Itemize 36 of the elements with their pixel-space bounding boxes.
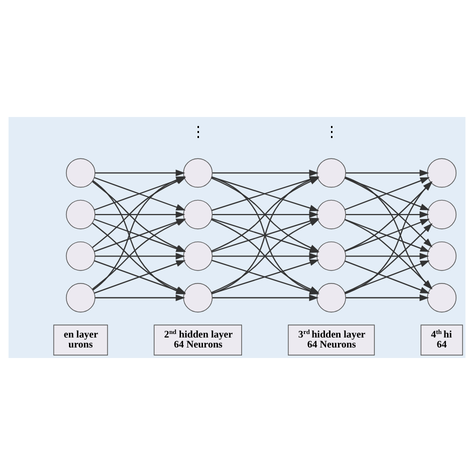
node-circle: [66, 158, 96, 188]
node-circle: [66, 282, 96, 312]
label: ⋮: [324, 124, 338, 140]
node-circle: [66, 240, 96, 270]
node-circle: [427, 240, 456, 270]
node-circle: [316, 282, 346, 312]
arrow: [95, 294, 186, 301]
arrow: [212, 252, 319, 259]
arrow: [95, 252, 186, 259]
node-box: en layer urons: [53, 324, 108, 355]
arrow: [95, 210, 186, 218]
node-circle: [183, 199, 213, 229]
arrow: [346, 294, 430, 301]
label: ⋮: [190, 124, 205, 140]
arrow: [346, 210, 430, 218]
node-box: 4$^{th}$ hi 64: [420, 324, 463, 355]
arrow: [212, 169, 319, 176]
node-circle: [427, 158, 456, 188]
node-circle: [183, 282, 213, 312]
arrow: [346, 169, 430, 176]
node-circle: [183, 240, 213, 270]
arrow: [344, 218, 430, 252]
arrow: [95, 169, 186, 176]
node-circle: [66, 199, 96, 229]
node-circle: [316, 199, 346, 229]
arrow: [212, 210, 319, 218]
node-box: 3$^{rd}$ hidden layer 64 Neurons: [288, 324, 375, 355]
node-circle: [316, 158, 346, 188]
node-circle: [427, 282, 456, 312]
node-circle: [427, 199, 456, 229]
node-circle: [316, 240, 346, 270]
node-circle: [183, 158, 213, 188]
arrow: [344, 176, 430, 210]
node-box: 2$^{nd}$ hidden layer 64 Neurons: [154, 324, 242, 355]
arrow: [346, 252, 430, 259]
arrow: [212, 294, 319, 301]
